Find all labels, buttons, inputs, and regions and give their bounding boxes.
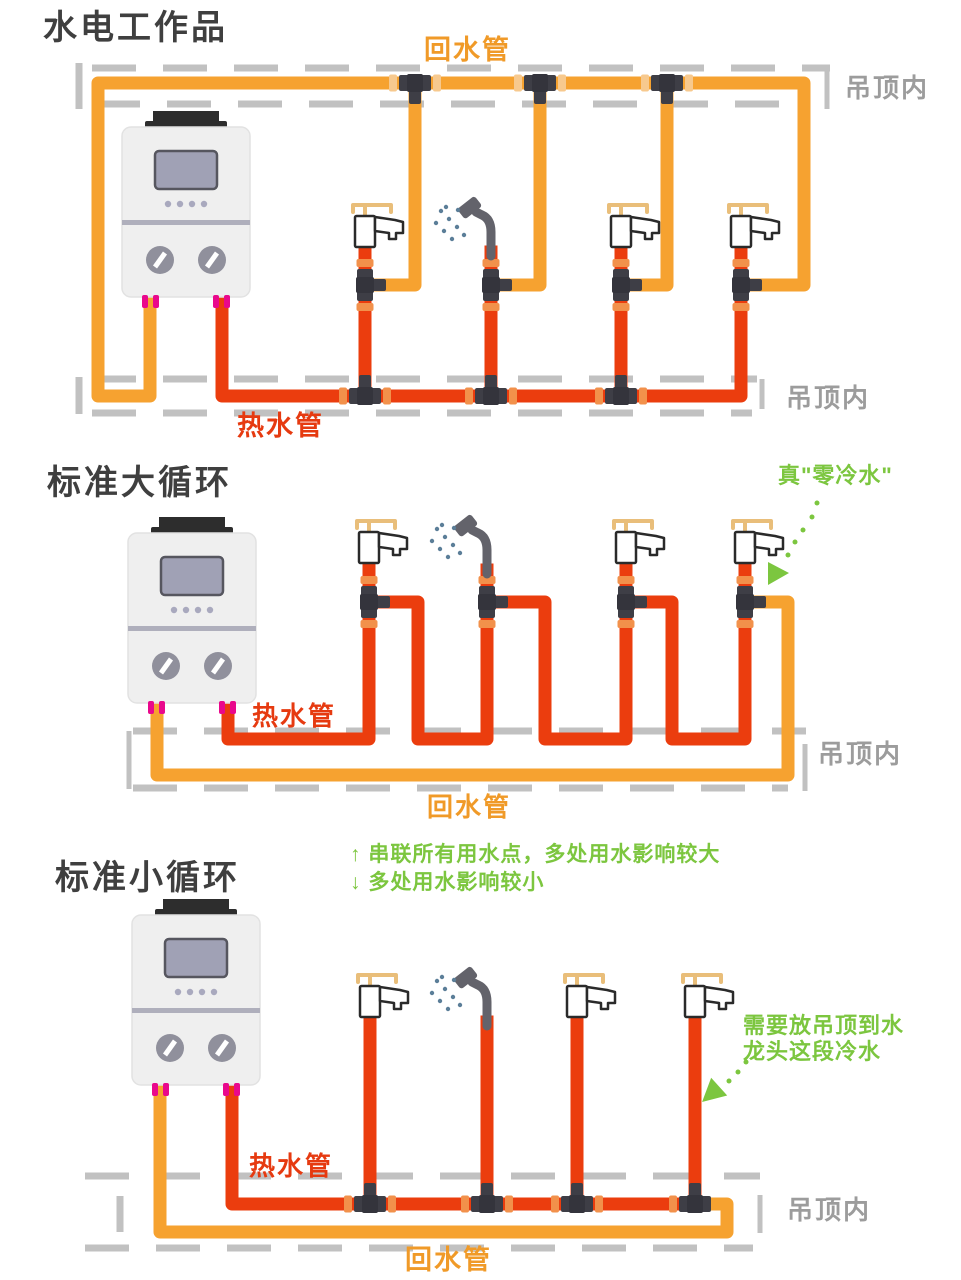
s2-return-pipe-label: 回水管 <box>427 792 512 822</box>
s2-zero-cold-annotation: 真"零冷水" <box>778 463 893 488</box>
faucet-icon <box>607 203 661 249</box>
faucet-icon <box>355 519 409 565</box>
hot-water-pipe-s2 <box>486 556 633 746</box>
return-branch-s1 <box>496 90 547 292</box>
faucet-icon <box>727 203 781 249</box>
faucet-icon <box>612 519 666 565</box>
faucet-icon <box>356 973 410 1019</box>
green-arrow-icon <box>768 562 789 585</box>
return-branch-s1 <box>626 90 674 292</box>
hot-water-pipe-s2 <box>368 563 494 746</box>
s1-hot-pipe-label: 热水管 <box>237 411 324 441</box>
shower-icon <box>430 966 487 1026</box>
section3-title: 标准小循环 <box>55 859 240 897</box>
return-branch-s1 <box>370 90 422 292</box>
s3-return-pipe-label: 回水管 <box>405 1245 492 1275</box>
hot-water-pipe-s2 <box>221 556 376 746</box>
shower-icon <box>430 514 487 574</box>
s1-return-pipe-label: 回水管 <box>424 35 511 65</box>
faucet-icon <box>351 203 405 249</box>
ceiling-dashed-line <box>126 727 808 792</box>
faucet-icon <box>731 519 785 565</box>
section1-title: 水电工作品 <box>43 9 228 47</box>
s3-hot-pipe-label: 热水管 <box>249 1151 334 1181</box>
water-heater-icon <box>128 517 256 714</box>
s2-hot-pipe-label: 热水管 <box>252 701 337 731</box>
green-arrow-icon <box>702 1077 728 1103</box>
return-water-pipe-s3 <box>153 1083 734 1239</box>
s3-cold-note-line2: 龙头这段冷水 <box>743 1039 882 1064</box>
water-heater-icon <box>122 111 250 308</box>
water-heater-icon <box>132 899 260 1096</box>
ceiling-dashed-line <box>85 1172 763 1252</box>
hot-water-pipe-s3 <box>225 1083 719 1211</box>
return-water-pipe-s1 <box>91 76 811 403</box>
section2-title: 标准大循环 <box>47 464 232 502</box>
s2-ceiling-label: 吊顶内 <box>818 739 903 769</box>
green-dotted-trail <box>726 500 820 1084</box>
s1-ceiling-label-bottom: 吊顶内 <box>786 383 871 413</box>
s3-cold-note-line1: 需要放吊顶到水 <box>743 1013 905 1038</box>
s1-ceiling-label-top: 吊顶内 <box>845 73 930 103</box>
s3-ceiling-label: 吊顶内 <box>787 1195 872 1225</box>
faucet-icon <box>563 973 617 1019</box>
return-water-pipe-s2 <box>150 595 795 782</box>
shower-icon <box>434 196 491 256</box>
s2-note-parallel: ↓ 多处用水影响较小 <box>350 871 545 894</box>
hot-water-pipe-s2 <box>625 556 752 746</box>
faucet-icon <box>681 973 735 1019</box>
s2-note-series: ↑ 串联所有用水点，多处用水影响较大 <box>350 843 721 866</box>
